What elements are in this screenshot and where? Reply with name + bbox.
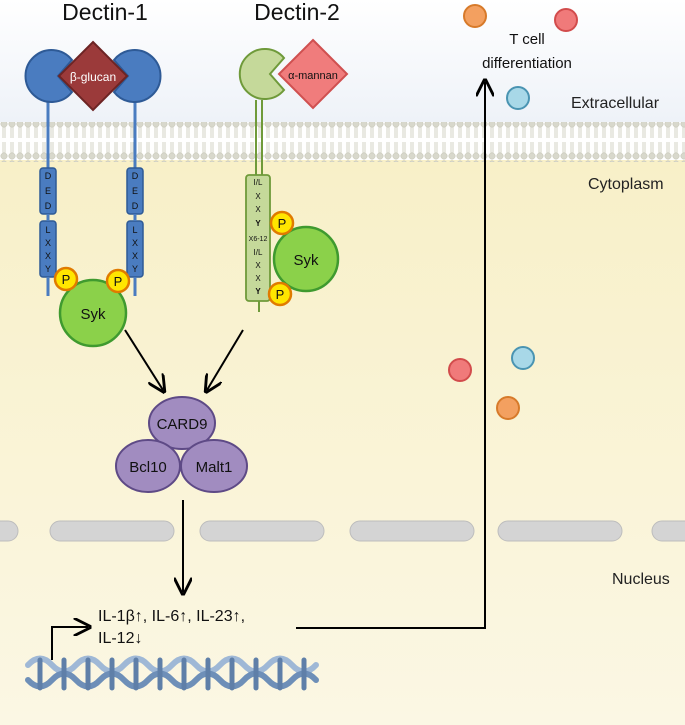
phospho-dectin1-right: [105, 268, 131, 294]
svg-text:E: E: [132, 186, 138, 196]
svg-text:X: X: [45, 251, 51, 261]
svg-text:D: D: [45, 171, 52, 181]
svg-text:I/L: I/L: [254, 248, 263, 257]
svg-text:X: X: [132, 251, 138, 261]
svg-text:X6-12: X6-12: [249, 236, 268, 243]
bcl10-label: Bcl10: [129, 459, 167, 476]
svg-text:P: P: [278, 216, 287, 231]
svg-text:D: D: [45, 201, 52, 211]
svg-text:X: X: [255, 274, 261, 283]
card9-complex: CARD9 Bcl10 Malt1: [115, 396, 248, 493]
cytokines-line2: IL-12↓: [98, 630, 142, 647]
dectin2-title: Dectin-2: [254, 0, 340, 25]
svg-text:X: X: [255, 192, 261, 201]
syk-dectin2: [272, 225, 340, 293]
syk-dectin1: [58, 278, 128, 348]
beta-glucan-ligand: [57, 40, 129, 112]
svg-text:P: P: [114, 274, 123, 289]
beta-glucan-label: β-glucan: [70, 70, 116, 84]
svg-text:L: L: [132, 225, 137, 235]
syk-dectin1-label: Syk: [80, 306, 106, 323]
dectin1-crd-right: [112, 49, 162, 103]
transcription-start-arrow: [51, 627, 88, 660]
cytoplasm-region: [0, 160, 685, 725]
cytokine-particle-orange: [463, 4, 487, 28]
svg-text:P: P: [62, 272, 71, 287]
malt1-node: [180, 439, 248, 493]
svg-text:I/L: I/L: [254, 178, 263, 187]
cytokine-particle-blue: [511, 346, 535, 370]
svg-text:Y: Y: [255, 287, 261, 296]
cytokine-particle-red: [448, 358, 472, 382]
dectin2-crd: [238, 48, 286, 100]
alpha-mannan-ligand: [277, 38, 349, 110]
cytokine-particle-orange: [496, 396, 520, 420]
svg-text:X: X: [45, 238, 51, 248]
svg-text:Y: Y: [132, 264, 138, 274]
arrow-syk1-to-card9: [124, 329, 163, 390]
card9-node: [148, 396, 216, 450]
t-cell-line1: T cell: [509, 31, 545, 48]
svg-text:E: E: [45, 186, 51, 196]
phospho-dectin1-left: [53, 266, 79, 292]
malt1-label: Malt1: [196, 459, 233, 476]
svg-text:Y: Y: [255, 219, 261, 228]
t-cell-line2: differentiation: [482, 55, 572, 72]
cytokine-particle-red: [554, 8, 578, 32]
arrow-syk2-to-card9: [207, 329, 244, 390]
alpha-mannan-label: α-mannan: [288, 70, 338, 82]
svg-text:L: L: [45, 225, 50, 235]
syk-dectin2-label: Syk: [293, 252, 319, 269]
phospho-dectin2-top: [269, 210, 295, 236]
plasma-membrane: [0, 122, 685, 162]
cytokines-line1: IL-1β↑, IL-6↑, IL-23↑,: [98, 608, 245, 625]
cytoplasm-label: Cytoplasm: [588, 176, 664, 193]
svg-text:X: X: [255, 261, 261, 270]
svg-text:Y: Y: [45, 264, 51, 274]
dectin1-crd-left: [24, 49, 74, 103]
arrow-to-t-cell: [296, 82, 485, 629]
extracellular-label: Extracellular: [571, 95, 660, 112]
svg-text:D: D: [132, 171, 139, 181]
phospho-dectin2-bottom: [267, 281, 293, 307]
nuclear-envelope: [0, 520, 685, 542]
dectin2-receptor: α-mannan I/L X X Y X6-12 I/L X X Y: [238, 38, 349, 312]
svg-text:P: P: [276, 287, 285, 302]
nucleus-label: Nucleus: [612, 571, 670, 588]
svg-text:X: X: [132, 238, 138, 248]
dectin1-title: Dectin-1: [62, 0, 148, 25]
dna-helix: [25, 655, 319, 691]
cytokine-particle-blue: [506, 86, 530, 110]
card9-label: CARD9: [157, 416, 208, 433]
svg-text:X: X: [255, 205, 261, 214]
dectin1-receptor: β-glucan D E D L X X Y D E D L X X Y: [24, 40, 162, 296]
svg-text:D: D: [132, 201, 139, 211]
